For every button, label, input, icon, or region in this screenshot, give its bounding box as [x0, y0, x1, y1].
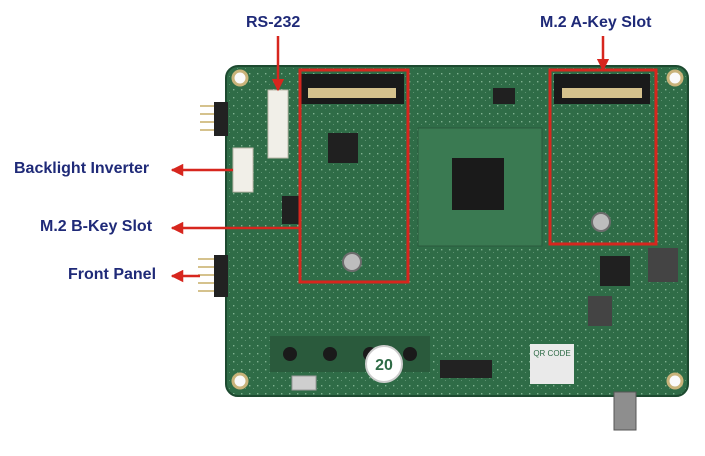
mounting-hole — [666, 69, 684, 87]
badge-number: 20 — [375, 357, 393, 374]
label-m2-b-key-slot: M.2 B-Key Slot — [40, 218, 153, 235]
label-front-panel: Front Panel — [68, 266, 157, 283]
mounting-hole — [231, 69, 249, 87]
mounting-hole — [666, 372, 684, 390]
label-backlight-inverter: Backlight Inverter — [14, 160, 150, 177]
cpu-die — [452, 158, 504, 210]
screw — [342, 252, 362, 272]
front-panel-header — [198, 255, 228, 297]
label-m2-a-key-slot: M.2 A-Key Slot — [540, 14, 652, 31]
anniversary-badge — [365, 345, 403, 383]
m2-b-key-highlight-box — [298, 68, 410, 284]
screw — [591, 212, 611, 232]
rs232-connector — [267, 89, 289, 159]
mounting-hole — [231, 372, 249, 390]
dc-jack — [613, 391, 637, 431]
qr-code-area — [530, 344, 574, 384]
left-pin-header-top — [200, 102, 228, 136]
backlight-connector — [232, 147, 254, 193]
label-rs232: RS-232 — [246, 14, 301, 31]
qr-code-label: QR CODE — [533, 349, 570, 358]
